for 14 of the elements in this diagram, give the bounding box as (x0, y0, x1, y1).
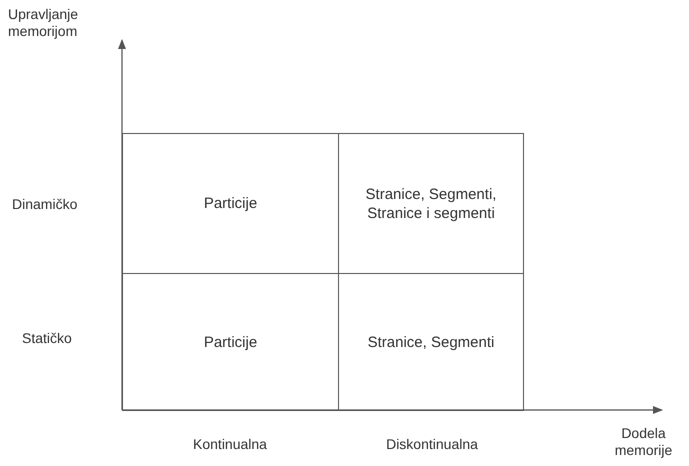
cell-text: Particije (204, 332, 258, 352)
row-label: Statičko (22, 330, 73, 347)
matrix-cell (338, 273, 524, 411)
matrix-cell (122, 133, 339, 274)
cell-text: Stranice, Segmenti, Stranice i segmenti (364, 184, 498, 222)
axis-title: Upravljanje memorijom (8, 6, 80, 40)
matrix-cell (122, 273, 339, 411)
column-label: Kontinualna (192, 436, 268, 453)
cell-text: Particije (204, 194, 258, 213)
matrix-cell (338, 133, 524, 274)
row-label: Dinamičko (12, 196, 78, 213)
axis-title: Dodela memorije (614, 425, 674, 459)
cell-text: Stranice, Segmenti (368, 332, 494, 352)
column-label: Diskontinualna (385, 436, 479, 453)
